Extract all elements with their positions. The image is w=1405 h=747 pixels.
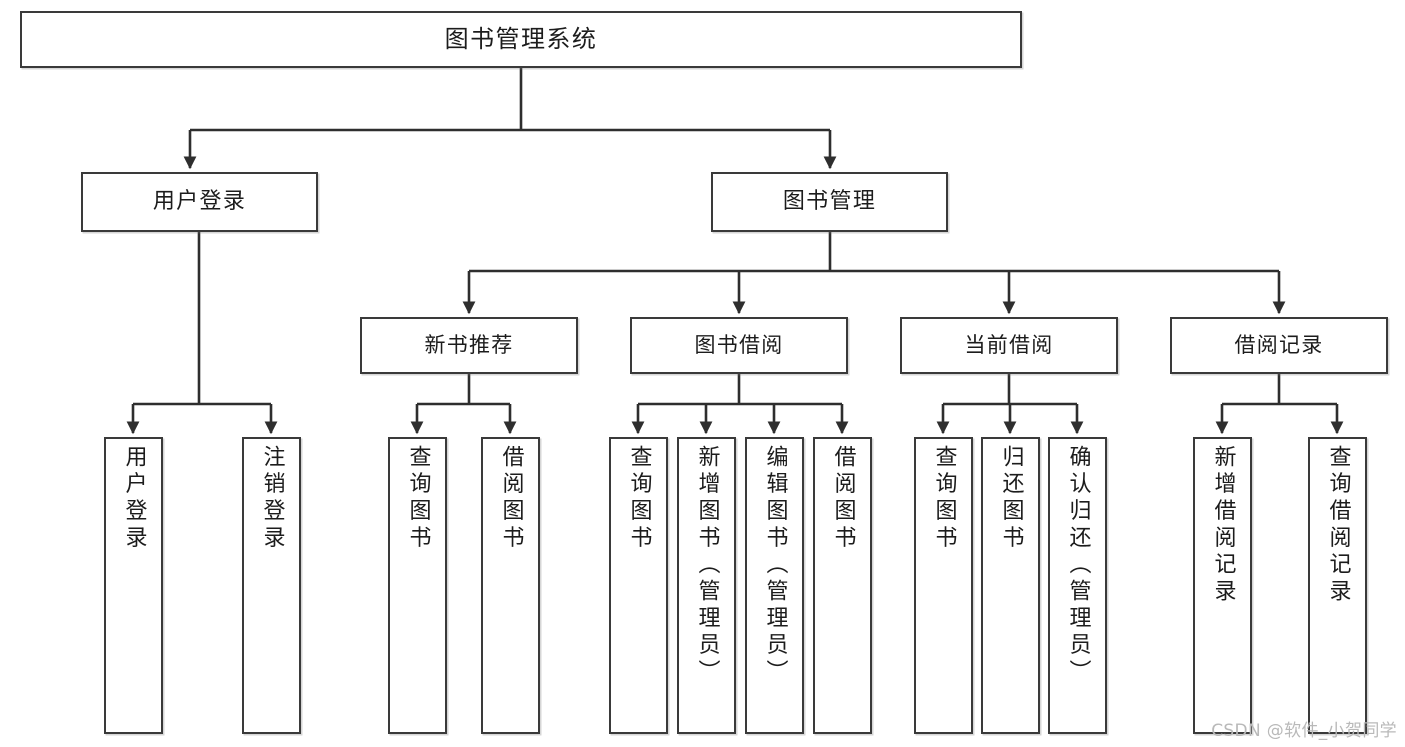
node-label: 当前借阅 [964,333,1054,358]
node-new-book-recommend[interactable]: 新书推荐 [360,317,578,374]
node-leaf-logout[interactable]: 注销登录 [242,437,301,734]
node-book-borrow[interactable]: 图书借阅 [630,317,848,374]
node-label: 注销登录 [259,445,285,553]
node-label: 查询图书 [626,445,652,553]
node-leaf-query-book-borrow[interactable]: 查询图书 [609,437,668,734]
node-label: 确认归还（管理员） [1065,445,1091,687]
node-label: 查询借阅记录 [1325,445,1351,607]
node-leaf-add-borrow-record[interactable]: 新增借阅记录 [1193,437,1252,734]
node-label: 图书管理 [782,189,877,215]
node-leaf-query-book-current[interactable]: 查询图书 [914,437,973,734]
node-label: 查询图书 [931,445,957,553]
node-leaf-edit-book[interactable]: 编辑图书（管理员） [745,437,804,734]
node-label: 归还图书 [998,445,1024,553]
node-label: 借阅记录 [1234,333,1324,358]
node-user-login[interactable]: 用户登录 [81,172,318,232]
node-leaf-lend-book[interactable]: 借阅图书 [813,437,872,734]
watermark-text: CSDN @软件_小贺同学 [1211,721,1397,741]
node-label: 查询图书 [405,445,431,553]
node-label: 编辑图书（管理员） [762,445,788,687]
node-leaf-query-book-recommend[interactable]: 查询图书 [388,437,447,734]
node-label: 借阅图书 [830,445,856,553]
node-current-borrow[interactable]: 当前借阅 [900,317,1118,374]
node-borrow-record[interactable]: 借阅记录 [1170,317,1388,374]
node-label: 借阅图书 [498,445,524,553]
node-leaf-query-borrow-record[interactable]: 查询借阅记录 [1308,437,1367,734]
node-label: 用户登录 [152,189,247,215]
node-root-system[interactable]: 图书管理系统 [20,11,1022,68]
node-label: 图书管理系统 [444,25,598,54]
node-leaf-confirm-return[interactable]: 确认归还（管理员） [1048,437,1107,734]
node-leaf-return-book[interactable]: 归还图书 [981,437,1040,734]
node-label: 用户登录 [121,445,147,553]
node-book-management[interactable]: 图书管理 [711,172,948,232]
node-leaf-borrow-book-recommend[interactable]: 借阅图书 [481,437,540,734]
node-label: 新增图书（管理员） [694,445,720,687]
node-label: 新增借阅记录 [1210,445,1236,607]
node-leaf-user-login[interactable]: 用户登录 [104,437,163,734]
node-label: 新书推荐 [424,333,514,358]
node-label: 图书借阅 [694,333,784,358]
node-leaf-add-book[interactable]: 新增图书（管理员） [677,437,736,734]
